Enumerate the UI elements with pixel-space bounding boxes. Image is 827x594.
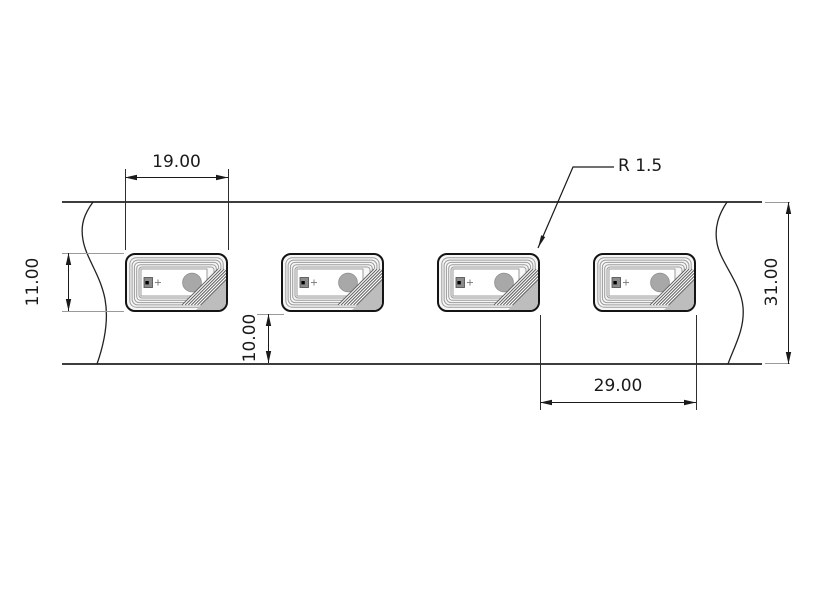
- dimension-tag-height: [62, 253, 124, 312]
- dimension-tag-width: [125, 169, 229, 250]
- leader-corner-radius: [537, 166, 614, 249]
- dimension-tag-pitch: [540, 315, 697, 410]
- dim-label-tape-width: 31.00: [762, 257, 782, 307]
- dim-label-tag-height: 11.00: [23, 257, 43, 307]
- dimension-tag-bottom-offset: [257, 314, 284, 363]
- dim-label-tag-width: 19.00: [152, 152, 201, 172]
- rfid-tag-2: [282, 254, 393, 311]
- break-line-right: [715, 201, 744, 365]
- break-line-left: [81, 201, 108, 365]
- dim-label-tag-pitch: 29.00: [593, 376, 643, 396]
- rfid-tag-4: [594, 254, 705, 311]
- dimension-tape-width: [765, 202, 792, 364]
- dim-label-corner-radius: R 1.5: [618, 156, 663, 176]
- rfid-tag-3: [438, 254, 549, 311]
- rfid-tag-1: [126, 254, 237, 311]
- dim-label-tag-bottom-offset: 10.00: [240, 313, 260, 363]
